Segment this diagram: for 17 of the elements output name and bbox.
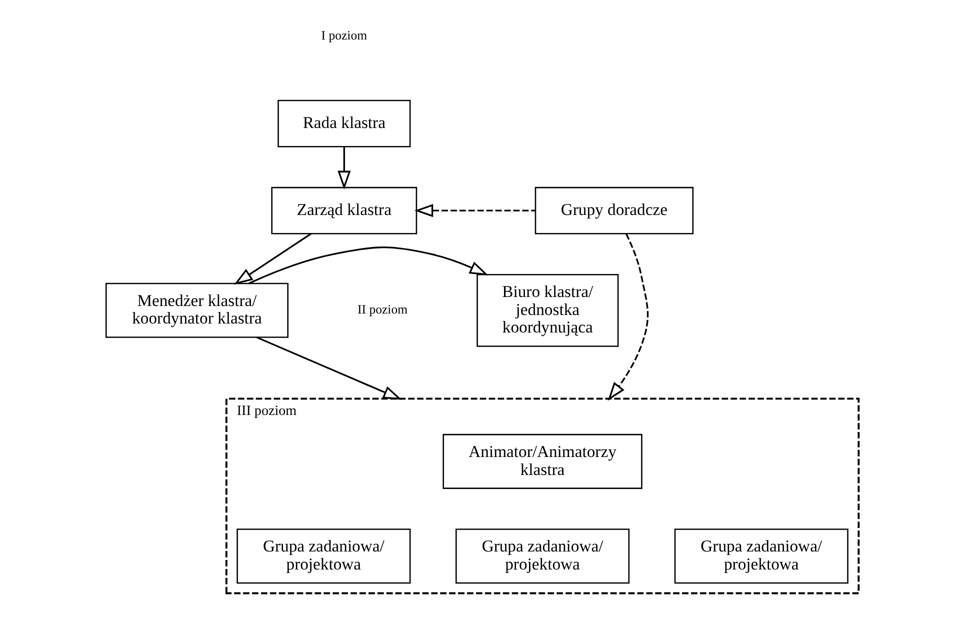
node-box: Zarząd klastra bbox=[271, 186, 418, 234]
node-box: Menedżer klastra/ koordynator klastra bbox=[105, 282, 288, 338]
node-box: Grupa zadaniowa/ projektowa bbox=[674, 528, 848, 584]
arrow bbox=[414, 204, 536, 218]
label: II poziom bbox=[358, 302, 408, 317]
node-box: Rada klastra bbox=[278, 100, 411, 148]
arrow bbox=[248, 246, 488, 284]
node-box: Animator/Animatorzy klastra bbox=[442, 434, 642, 489]
node-box: Grupa zadaniowa/ projektowa bbox=[236, 528, 411, 584]
arrow bbox=[256, 336, 402, 400]
node-box: Grupy doradcze bbox=[534, 186, 694, 234]
label: I poziom bbox=[321, 28, 368, 43]
arrow bbox=[608, 233, 649, 401]
node-box: Grupa zadaniowa/ projektowa bbox=[456, 528, 630, 584]
arrow bbox=[234, 233, 312, 285]
arrow bbox=[338, 147, 351, 190]
node-box: Biuro klastra/ jednostka koordynująca bbox=[476, 274, 619, 347]
